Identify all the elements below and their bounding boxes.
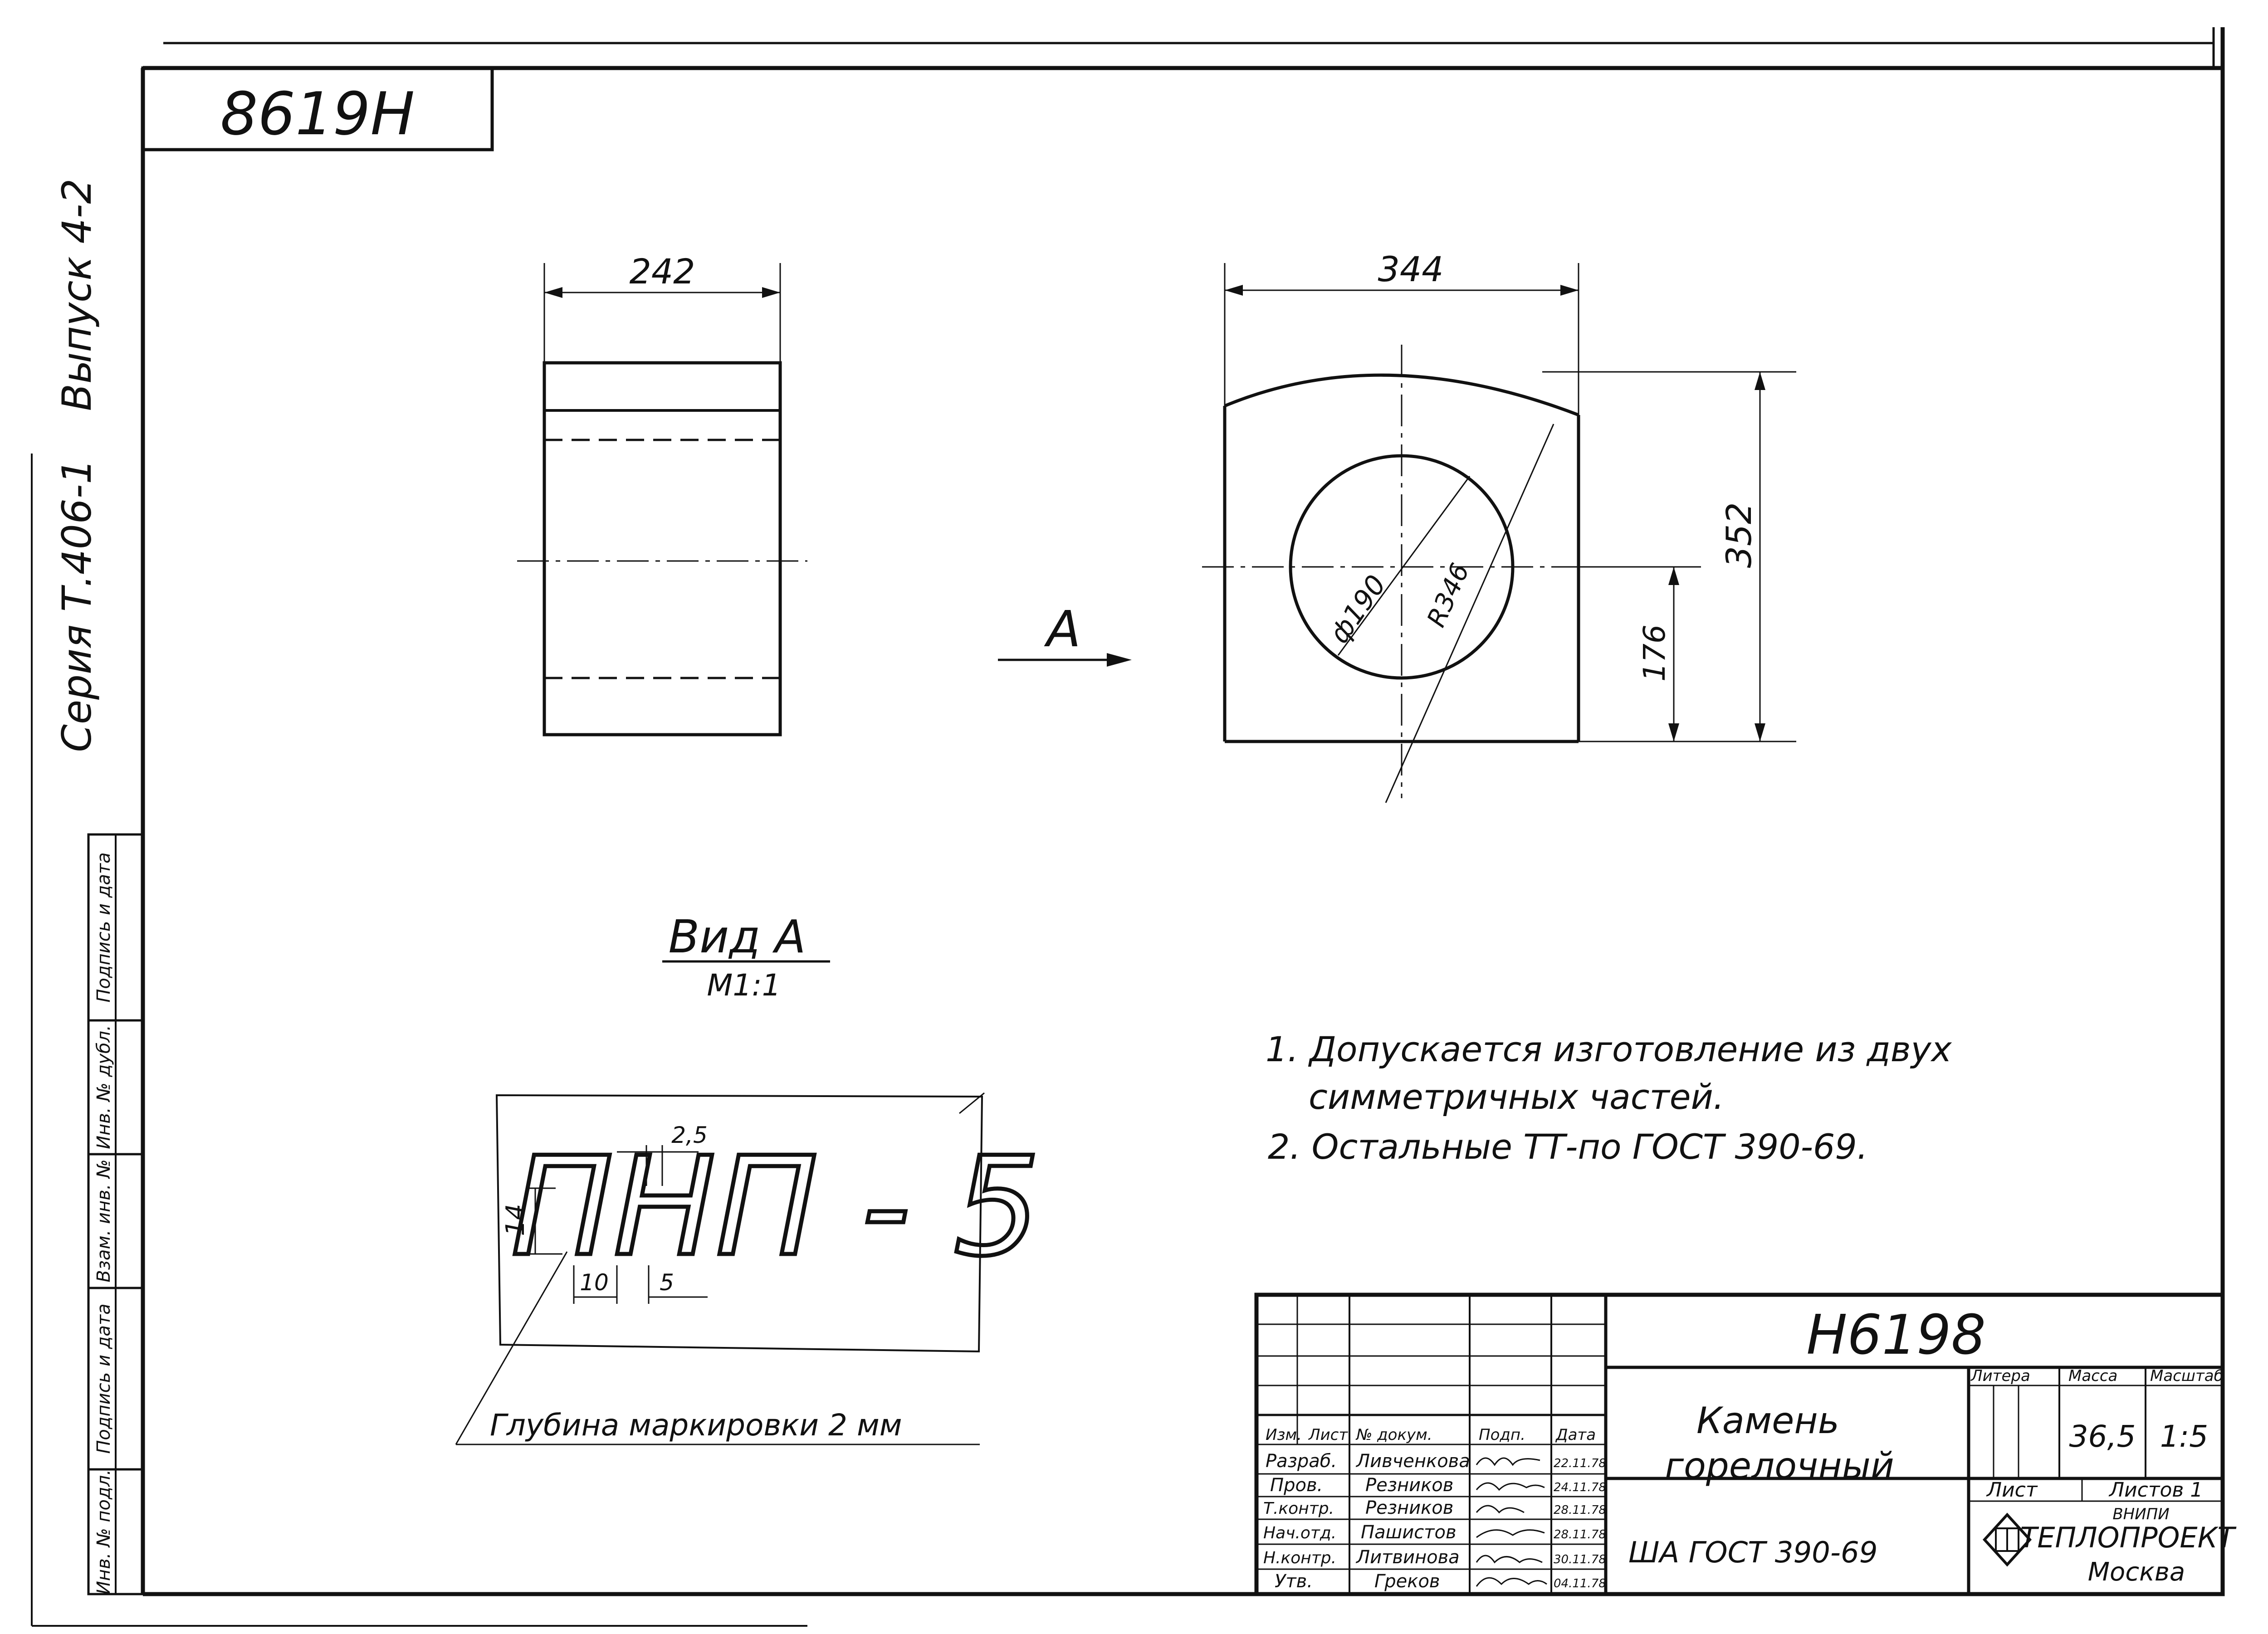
org-logo: [1982, 1512, 2032, 1567]
tb-date-3: 28.11.78: [1554, 1503, 1606, 1517]
view-a-scale: М1:1: [707, 968, 781, 1003]
tb-org-small: ВНИПИ: [2112, 1505, 2169, 1523]
tb-date-6: 04.11.78: [1554, 1577, 1606, 1590]
front-height-dim: 352: [1719, 502, 1759, 568]
tb-header-doc: № докум.: [1355, 1426, 1432, 1444]
tb-name-1: Ливченкова: [1355, 1451, 1470, 1472]
tb-header-izm: Изм.: [1266, 1426, 1302, 1444]
tb-code: Н6198: [1806, 1304, 1986, 1367]
marking-plate: ПНП - 5 14 10 5 2,5 Глубина маркировки 2…: [455, 1092, 1042, 1445]
tb-name-5: Литвинова: [1355, 1547, 1460, 1568]
front-center-dim: 176: [1637, 624, 1672, 682]
stamp-vzam-inv: Взам. инв. №: [93, 1159, 114, 1283]
tb-date-4: 28.11.78: [1554, 1528, 1606, 1541]
tb-sheet-label: Лист: [1986, 1478, 2038, 1502]
tb-material: ША ГОСТ 390-69: [1628, 1536, 1877, 1570]
tb-mass-value: 36,5: [2069, 1419, 2136, 1454]
tb-header-list: Лист: [1308, 1426, 1348, 1444]
tb-org-name: ТЕПЛОПРОЕКТ: [2020, 1521, 2237, 1554]
title-block: Изм. Лист № докум. Подп. Дата Разраб. Ли…: [1254, 1293, 2237, 1596]
side-view: 242: [517, 251, 807, 737]
view-a-caption: Вид А М1:1: [662, 910, 830, 1003]
front-width-dim: 344: [1378, 249, 1443, 289]
tb-name-6: Греков: [1374, 1571, 1440, 1592]
stamp-sign-date-1: Подпись и дата: [93, 1303, 114, 1454]
signature-marks: [1476, 1457, 1547, 1587]
number-stamp-text: 8619Н: [220, 79, 415, 148]
marking-text: ПНП - 5: [511, 1128, 1041, 1286]
marking-depth-note: Глубина маркировки 2 мм: [490, 1408, 902, 1443]
number-stamp-rotated: 8619Н: [141, 66, 494, 151]
series-label: Серия Т.406-1: [54, 459, 100, 752]
arrow-a-label: А: [1044, 600, 1080, 658]
issue-label: Выпуск 4-2: [54, 179, 100, 411]
stamp-inv-dubl: Инв. № дубл.: [93, 1025, 114, 1149]
tb-header-sign: Подп.: [1479, 1426, 1525, 1444]
tb-role-3: Т.контр.: [1263, 1499, 1334, 1518]
tb-product-line2: горелочный: [1665, 1445, 1894, 1487]
note-line-3: 2. Остальные ТТ-по ГОСТ 390-69.: [1268, 1127, 1868, 1167]
marking-width-dim: 10: [580, 1269, 609, 1296]
tb-sheets-label: Листов 1: [2108, 1478, 2203, 1502]
tb-role-2: Пров.: [1270, 1475, 1323, 1496]
tb-role-6: Утв.: [1275, 1571, 1313, 1592]
tb-name-2: Резников: [1365, 1475, 1453, 1496]
view-arrow-a: А: [998, 600, 1132, 667]
note-line-1: 1. Допускается изготовление из двух: [1266, 1029, 1952, 1069]
tb-scale-label: Масштаб: [2150, 1367, 2224, 1385]
tb-header-date: Дата: [1555, 1426, 1596, 1444]
stamp-inv-podl: Инв. № подл.: [93, 1469, 114, 1595]
tb-role-1: Разраб.: [1266, 1451, 1337, 1472]
tb-mass-label: Масса: [2068, 1367, 2117, 1385]
tb-date-2: 24.11.78: [1554, 1481, 1606, 1494]
side-width-dim: 242: [629, 251, 695, 292]
tb-role-5: Н.контр.: [1263, 1549, 1336, 1567]
tb-role-4: Нач.отд.: [1263, 1524, 1336, 1542]
tb-org-city: Москва: [2088, 1557, 2185, 1587]
tb-product-line1: Камень: [1696, 1400, 1839, 1442]
left-stamp-column: Инв. № подл. Подпись и дата Взам. инв. №…: [87, 833, 144, 1595]
view-a-title: Вид А: [669, 910, 806, 963]
tb-date-1: 22.11.78: [1554, 1457, 1606, 1470]
technical-notes: 1. Допускается изготовление из двух симм…: [1266, 1029, 1952, 1167]
marking-height-dim: 14: [501, 1204, 530, 1236]
marking-line-dim: 2,5: [671, 1122, 708, 1148]
tb-name-4: Пашистов: [1361, 1522, 1457, 1543]
tb-scale-value: 1:5: [2160, 1419, 2208, 1454]
tb-name-3: Резников: [1365, 1497, 1453, 1518]
tb-litera-label: Литера: [1970, 1367, 2030, 1385]
note-line-2: симметричных частей.: [1309, 1077, 1724, 1117]
marking-gap-dim: 5: [660, 1269, 674, 1296]
stamp-sign-date-2: Подпись и дата: [93, 852, 114, 1002]
tb-date-5: 30.11.78: [1554, 1553, 1606, 1566]
